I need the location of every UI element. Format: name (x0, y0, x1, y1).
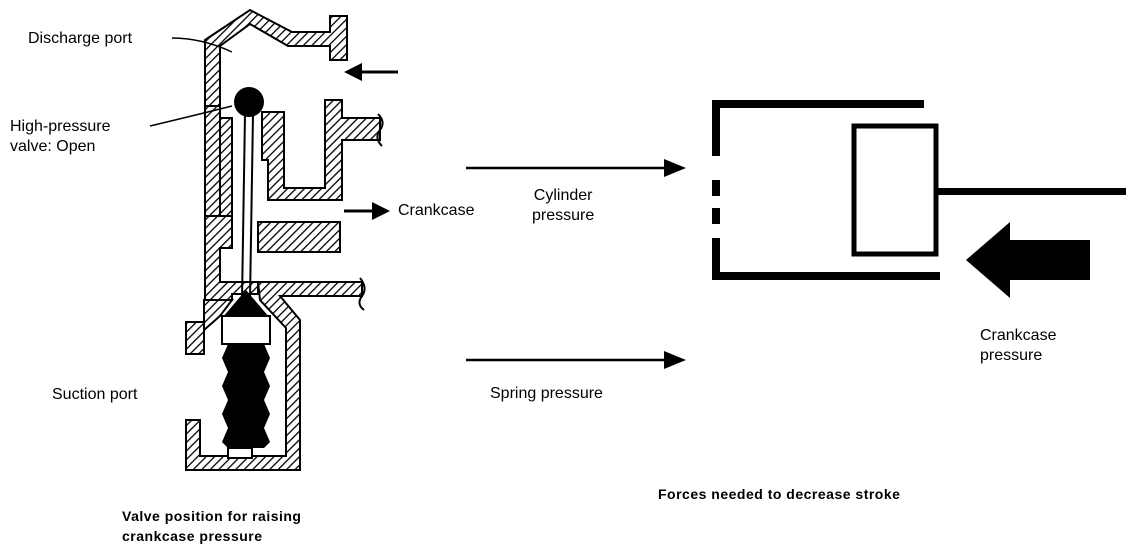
valve-position-caption: Valve position for raising crankcase pre… (122, 506, 301, 546)
hp-valve-leader (149, 105, 233, 127)
cylinder-end-upper (712, 100, 720, 156)
cylinder-end-gap-b (712, 208, 720, 224)
high-pressure-valve-label-line1: High-pressure (10, 118, 111, 135)
crankcase-pressure-label: Crankcase pressure (980, 326, 1056, 366)
cylinder-pressure-label-line1: Cylinder (533, 187, 593, 204)
piston-rod (936, 188, 1126, 195)
valve-lower-ledge (185, 281, 363, 471)
cylinder-end-lower (712, 238, 720, 280)
high-pressure-valve-ball (234, 87, 264, 117)
spring-pressure-label: Spring pressure (490, 385, 603, 402)
high-pressure-valve-label: High-pressure valve: Open (10, 117, 110, 157)
crankcase-arrow (344, 202, 390, 220)
valve-left-shoulder (203, 299, 234, 333)
bellows-icon (222, 344, 270, 448)
crankcase-pressure-label-line2: pressure (980, 347, 1043, 364)
cylinder-pressure-label: Cylinder pressure (532, 186, 594, 226)
valve-left-wall-upper (204, 105, 221, 219)
suction-port-label: Suction port (52, 386, 138, 403)
valve-body (185, 8, 381, 471)
bellows-base (227, 447, 253, 459)
valve-top-wall (204, 8, 348, 109)
valve-left-wall-lower (185, 321, 205, 355)
cylinder-bottom-wall (712, 272, 940, 280)
valve-position-caption-line2: crankcase pressure (122, 528, 263, 544)
valve-cone (222, 290, 270, 318)
break-line-lower (358, 277, 366, 311)
valve-position-caption-line1: Valve position for raising (122, 508, 302, 524)
cylinder-top-wall (712, 100, 924, 108)
valve-middle-bar (257, 221, 341, 253)
discharge-port-label: Discharge port (28, 30, 133, 47)
cylinder (712, 100, 940, 280)
valve-stem-left (241, 113, 246, 301)
high-pressure-valve-label-line2: valve: Open (10, 138, 96, 155)
valve-stem-right (249, 113, 254, 301)
forces-caption: Forces needed to decrease stroke (658, 486, 901, 502)
piston (851, 123, 939, 257)
discharge-arrow (344, 63, 398, 81)
crankcase-pressure-label-line1: Crankcase (980, 327, 1057, 344)
cylinder-end-gap-a (712, 180, 720, 196)
crankcase-pressure-arrow (966, 222, 1090, 298)
discharge-leader (171, 37, 233, 53)
cylinder-pressure-arrow (466, 159, 686, 177)
break-line-upper (376, 113, 384, 147)
valve-right-upper-block (261, 99, 381, 201)
crankcase-label: Crankcase (398, 202, 475, 219)
bellows-cap (221, 315, 271, 345)
spring-pressure-arrow (466, 351, 686, 369)
valve-inner-strip (219, 117, 233, 219)
cylinder-pressure-label-line2: pressure (532, 207, 595, 224)
